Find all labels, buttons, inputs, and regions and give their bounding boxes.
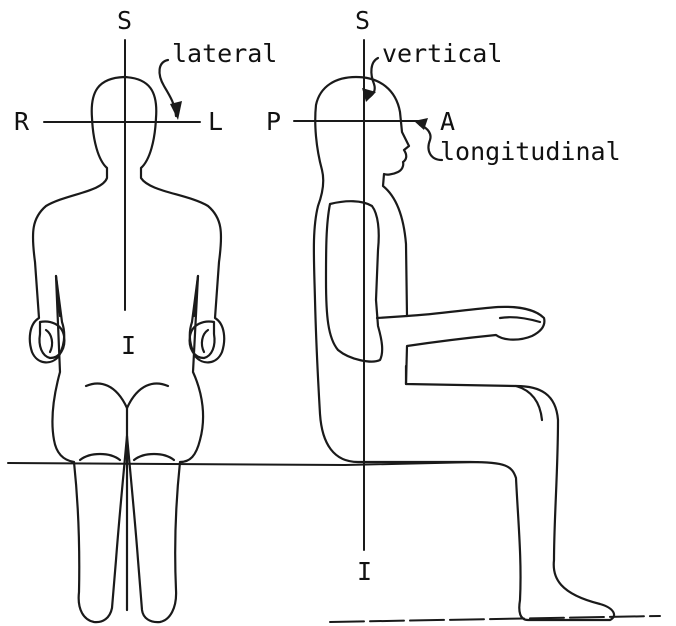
front-seat-line (8, 463, 345, 465)
front-superior-label: S (117, 6, 132, 35)
front-right-hand-detail (202, 330, 208, 352)
right-label: R (14, 107, 30, 136)
front-hip-line (86, 384, 168, 408)
anterior-label: A (440, 107, 455, 136)
side-inferior-label: I (357, 557, 372, 586)
side-view: S I P A vertical longitudinal (266, 6, 660, 622)
posterior-label: P (266, 107, 281, 136)
lateral-arrowhead (170, 101, 182, 120)
side-knee-curve (516, 386, 542, 420)
vertical-annotation: vertical (382, 39, 502, 68)
lateral-annotation: lateral (172, 39, 277, 68)
side-arm-back (326, 201, 382, 361)
left-label: L (208, 107, 223, 136)
front-knee-left (80, 454, 120, 460)
side-forearm-top (377, 316, 407, 318)
longitudinal-annotation: longitudinal (440, 137, 621, 166)
side-superior-label: S (355, 6, 370, 35)
front-view: S I R L lateral (8, 6, 345, 622)
longitudinal-pointer-arrow (420, 125, 442, 160)
front-inferior-label: I (121, 331, 136, 360)
front-knee-right (134, 454, 174, 460)
front-left-hand-detail (46, 330, 52, 352)
side-hand-fingers (500, 317, 540, 322)
